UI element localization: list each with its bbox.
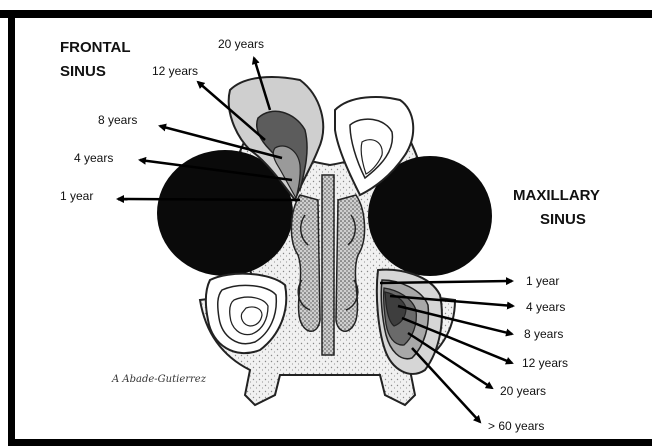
frontal-heading-line1: FRONTAL — [60, 39, 131, 56]
maxillary-age-8: 8 years — [524, 327, 563, 341]
maxillary-age-20: 20 years — [500, 384, 546, 398]
maxillary-age-4: 4 years — [526, 300, 565, 314]
frontal-heading-line2: SINUS — [60, 63, 106, 80]
frontal-age-4: 4 years — [74, 151, 113, 165]
frontal-age-1: 1 year — [60, 189, 93, 203]
maxillary-age-12: 12 years — [522, 356, 568, 370]
maxillary-heading-line2: SINUS — [540, 211, 586, 228]
frontal-age-12: 12 years — [152, 64, 198, 78]
artist-signature: A Abade-Gutierrez — [111, 374, 207, 385]
maxillary-heading-line1: MAXILLARY — [513, 187, 600, 204]
maxillary-age-60: > 60 years — [488, 419, 544, 433]
frontal-age-20: 20 years — [218, 37, 264, 51]
frontal-age-8: 8 years — [98, 113, 137, 127]
maxillary-age-1: 1 year — [526, 274, 559, 288]
